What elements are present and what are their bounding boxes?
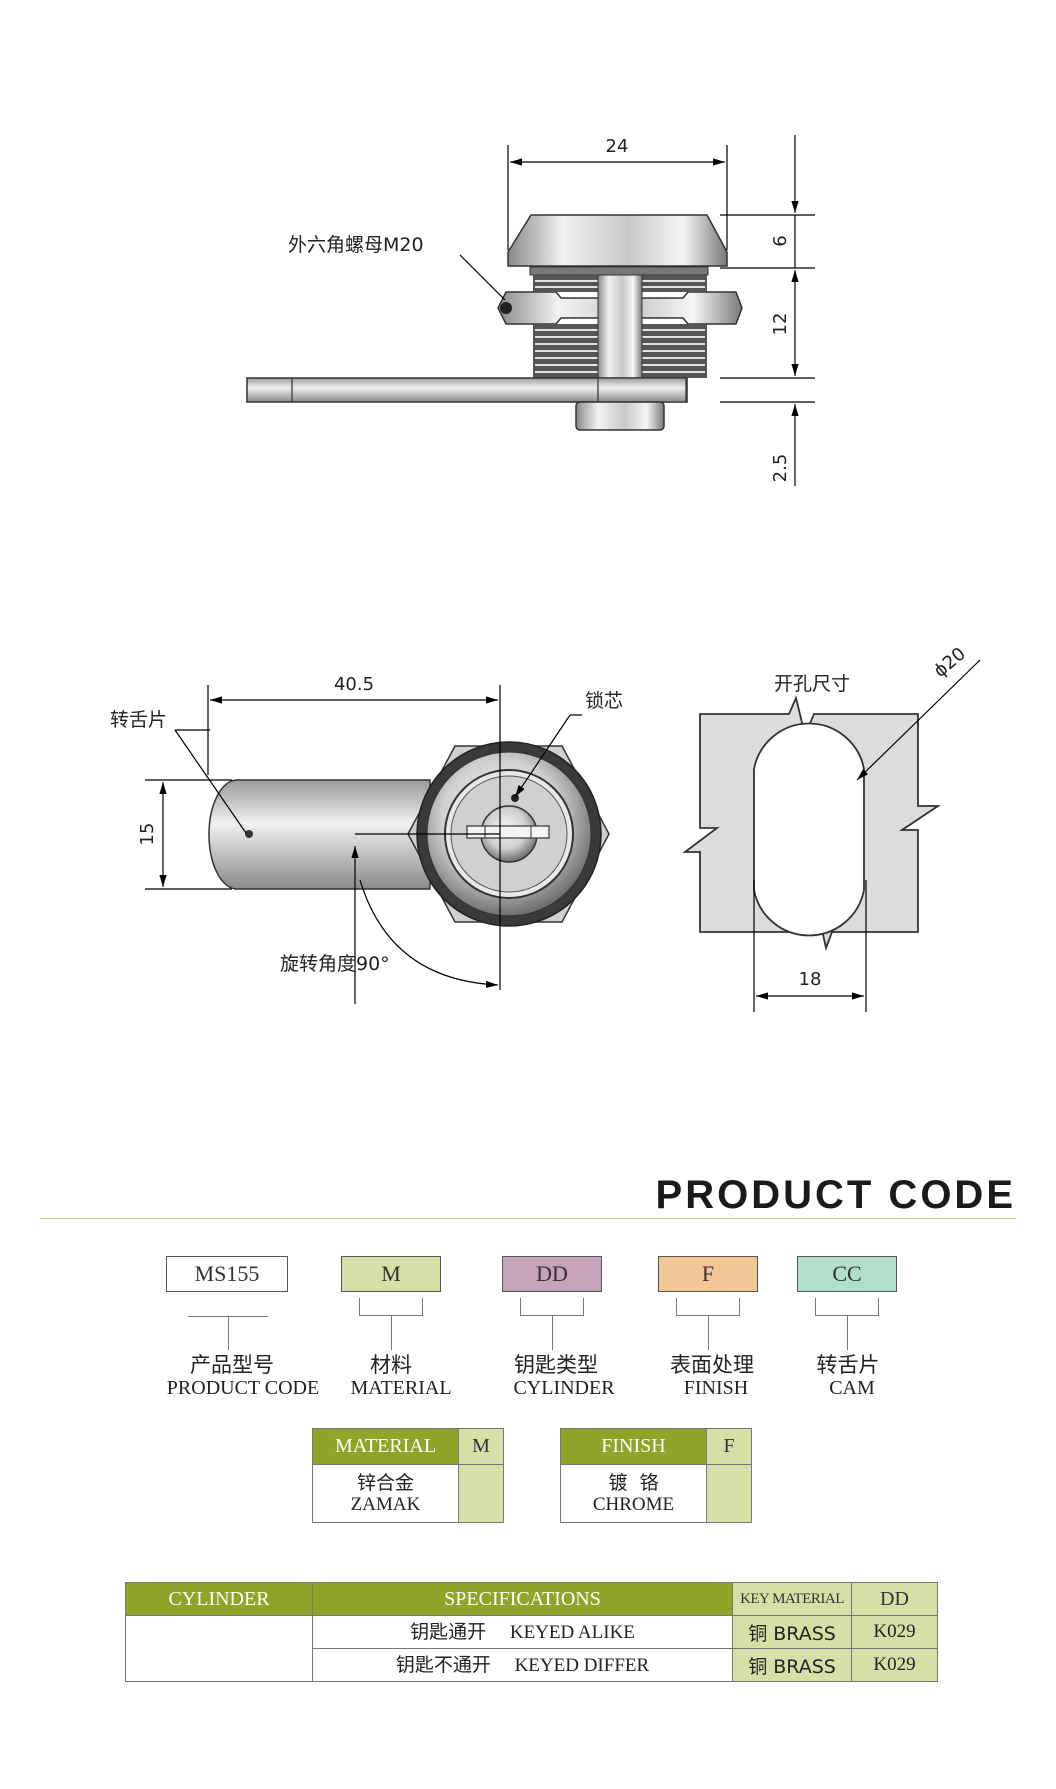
code-box-finish: F [658, 1256, 758, 1292]
spec-row-2-cn: 钥匙不通开 [395, 1653, 491, 1676]
spec-row-1-en: KEYED ALIKE [509, 1621, 635, 1643]
label-cn-cam: 转舌片 [816, 1353, 880, 1377]
finish-value: 镀 铬 CHROME [560, 1464, 707, 1523]
finish-table: FINISH F 镀 铬 CHROME [560, 1428, 752, 1523]
bottom-stub [575, 401, 665, 431]
cutout-hole [753, 722, 865, 937]
lock-cap [507, 214, 728, 267]
label-en-material: MATERIAL [350, 1377, 452, 1399]
core-callout: 锁芯 [585, 690, 623, 712]
code-box-cylinder: DD [502, 1256, 602, 1292]
dd-code-row-1: K029 [851, 1615, 938, 1649]
label-cn-finish: 表面处理 [670, 1353, 754, 1377]
spec-row-1: 钥匙通开 KEYED ALIKE [312, 1615, 733, 1649]
bracket-cylinder [520, 1298, 584, 1316]
hex-nut-callout: 外六角螺母M20 [288, 234, 424, 256]
bracket-material [359, 1298, 423, 1316]
cap-height-6-label: 6 [770, 235, 791, 246]
stem-cylinder [552, 1316, 553, 1350]
code-box-material: M [341, 1256, 441, 1292]
finish-value-cn: 镀 铬 [608, 1471, 659, 1494]
label-en-cam: CAM [829, 1377, 875, 1399]
cylinder-cell [125, 1615, 313, 1682]
material-code: M [458, 1428, 504, 1465]
label-en-cylinder: CYLINDER [513, 1377, 615, 1399]
spec-row-2: 钥匙不通开 KEYED DIFFER [312, 1648, 733, 1682]
finish-value-en: CHROME [592, 1493, 675, 1515]
front-view: 40.5 15 转舌片 锁芯 旋转角度90° [110, 674, 623, 1004]
key-material-row-1: 铜 BRASS [732, 1615, 852, 1649]
key-material-header: KEY MATERIAL [732, 1582, 852, 1616]
stem-finish [708, 1316, 709, 1350]
core-dot [511, 794, 519, 802]
specifications-header: SPECIFICATIONS [312, 1582, 733, 1616]
spec-row-1-cn: 钥匙通开 [410, 1620, 487, 1643]
material-value-en: ZAMAK [350, 1493, 421, 1515]
side-view: 24 6 12 2.5 外六角螺母M20 [246, 135, 815, 486]
material-header: MATERIAL [312, 1428, 459, 1465]
bracket-finish [676, 1298, 740, 1316]
label-en-product: PRODUCT CODE [166, 1377, 320, 1399]
flat-18-label: 18 [799, 969, 822, 990]
material-code-cell [458, 1464, 504, 1523]
cam-length-40-5-label: 40.5 [334, 674, 374, 695]
cam-callout: 转舌片 [110, 709, 167, 731]
product-code-title: PRODUCT CODE [655, 1173, 1016, 1217]
label-cn-cylinder: 钥匙类型 [514, 1353, 598, 1377]
finish-code: F [706, 1428, 752, 1465]
nut-dot [500, 302, 512, 314]
upper-thread [529, 266, 709, 276]
cam-hole [245, 830, 253, 838]
cam-thickness-2-5-label: 2.5 [770, 454, 791, 483]
cutout-view: 开孔尺寸 ϕ20 18 [682, 643, 981, 1012]
spec-row-2-en: KEYED DIFFER [514, 1654, 650, 1676]
thread-12-label: 12 [770, 313, 791, 336]
material-table: MATERIAL M 锌合金 ZAMAK [312, 1428, 504, 1523]
technical-drawing: 24 6 12 2.5 外六角螺母M20 [110, 135, 981, 1012]
label-cn-material: 材料 [370, 1353, 412, 1377]
keyway [466, 825, 550, 839]
rotation-callout: 旋转角度90° [280, 953, 390, 975]
width-24-label: 24 [606, 136, 629, 157]
stem-product [228, 1316, 229, 1350]
cam-width-15-label: 15 [137, 823, 158, 846]
finish-code-cell [706, 1464, 752, 1523]
stem-cam [847, 1316, 848, 1350]
label-cn-product: 产品型号 [190, 1353, 274, 1377]
material-value: 锌合金 ZAMAK [312, 1464, 459, 1523]
finish-header: FINISH [560, 1428, 707, 1465]
threaded-body [533, 274, 707, 379]
code-box-cam: CC [797, 1256, 897, 1292]
cylinder-table: CYLINDER SPECIFICATIONS KEY MATERIAL DD … [125, 1582, 938, 1682]
title-rule [40, 1218, 1016, 1219]
key-material-row-2: 铜 BRASS [732, 1648, 852, 1682]
bracket-cam [815, 1298, 879, 1316]
code-box-product: MS155 [166, 1256, 288, 1292]
stem-material [391, 1316, 392, 1350]
dd-header: DD [851, 1582, 938, 1616]
cylinder-header: CYLINDER [125, 1582, 313, 1616]
cam-tongue [208, 779, 431, 890]
cutout-title: 开孔尺寸 [774, 673, 850, 695]
material-value-cn: 锌合金 [356, 1471, 414, 1494]
dd-code-row-2: K029 [851, 1648, 938, 1682]
label-en-finish: FINISH [683, 1377, 749, 1399]
